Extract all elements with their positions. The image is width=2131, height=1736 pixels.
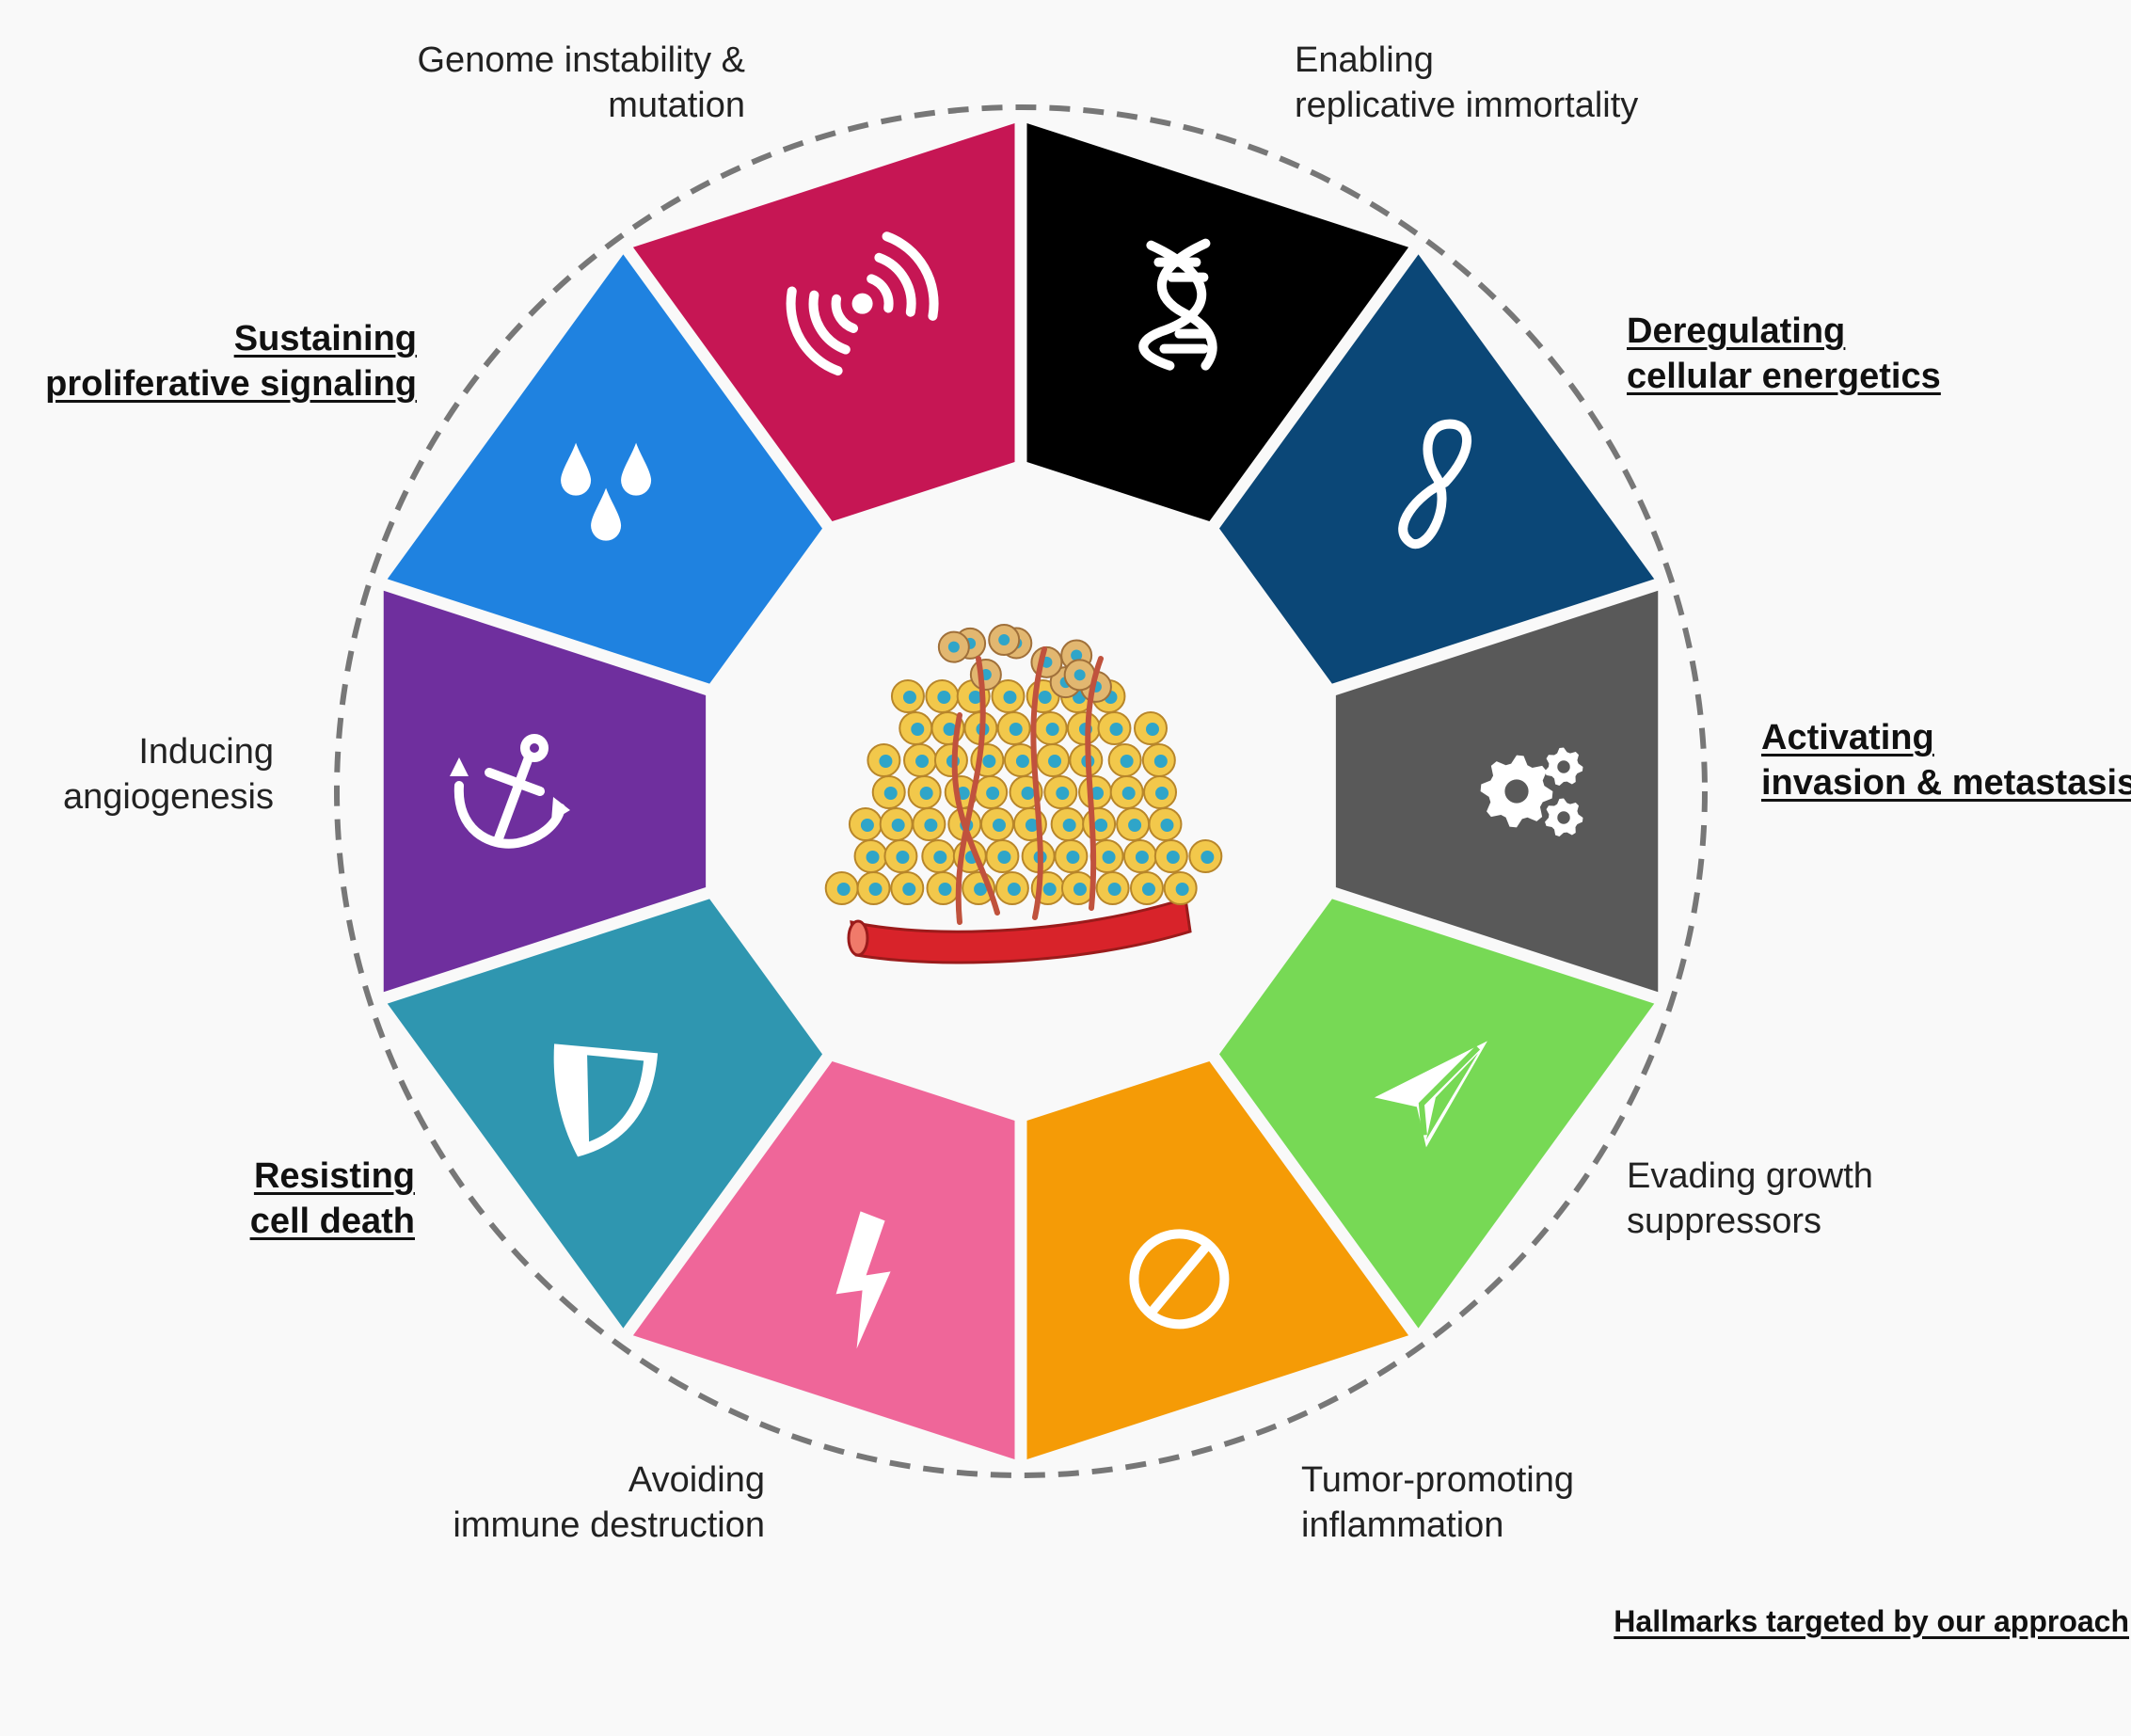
- anchor-icon: [450, 734, 570, 849]
- label-immune-line: Avoiding: [628, 1460, 765, 1500]
- gears-icon: [1480, 747, 1583, 836]
- legend-targeted-hallmarks: Hallmarks targeted by our approach: [1614, 1604, 2129, 1638]
- segment-inflammation: [632, 1060, 1015, 1459]
- label-immune-line: immune destruction: [453, 1505, 765, 1545]
- label-cell-death-line: Resisting: [253, 1156, 415, 1196]
- label-inflammation-line: inflammation: [1301, 1505, 1504, 1545]
- label-immune: Avoiding immune destruction: [453, 1457, 765, 1548]
- segment-invasion: [1218, 899, 1655, 1329]
- label-suppressors-line: suppressors: [1627, 1202, 1821, 1241]
- capillary: [955, 656, 986, 925]
- capillary: [951, 712, 1000, 916]
- label-immortality: Enabling replicative immortality: [1295, 38, 1638, 128]
- label-genome-line: Genome instability &: [417, 40, 746, 80]
- label-inflammation-line: Tumor-promoting: [1301, 1460, 1575, 1500]
- capillary: [1030, 646, 1047, 920]
- label-cell-death-line: cell death: [249, 1202, 415, 1241]
- tumor-illustration: [824, 624, 1223, 964]
- label-proliferative-line: proliferative signaling: [45, 364, 417, 404]
- lightning-icon: [835, 1211, 891, 1349]
- paper-plane-icon: [1374, 1041, 1487, 1148]
- prohibited-icon: [1129, 1229, 1230, 1330]
- label-invasion-line: invasion & metastasis: [1761, 763, 2131, 803]
- segment-angiogenesis: [387, 254, 823, 684]
- segment-genome: [1026, 123, 1409, 522]
- label-cell-death: Resisting cell death: [250, 1154, 415, 1244]
- label-genome-line: mutation: [608, 86, 745, 125]
- label-genome: Genome instability & mutation: [418, 38, 746, 128]
- label-immortality-line: replicative immortality: [1295, 86, 1639, 125]
- label-suppressors-line: Evading growth: [1627, 1156, 1873, 1196]
- capillary: [1085, 656, 1104, 911]
- label-energetics-line: cellular energetics: [1627, 357, 1941, 396]
- label-suppressors: Evading growth suppressors: [1627, 1154, 1873, 1244]
- label-energetics: Deregulating cellular energetics: [1627, 309, 1941, 399]
- blood-vessel: [850, 897, 1192, 964]
- label-proliferative: Sustaining proliferative signaling: [45, 316, 417, 406]
- shield-icon: [553, 1043, 659, 1157]
- label-energetics-line: Deregulating: [1627, 311, 1846, 351]
- label-proliferative-line: Sustaining: [233, 319, 417, 358]
- label-angiogenesis-line: Inducing: [138, 732, 274, 772]
- droplets-icon: [561, 442, 652, 541]
- label-angiogenesis-line: angiogenesis: [63, 777, 274, 817]
- infinity-icon: [1398, 419, 1472, 549]
- label-immortality-line: Enabling: [1295, 40, 1434, 80]
- label-inflammation: Tumor-promoting inflammation: [1301, 1457, 1574, 1548]
- label-invasion: Activating invasion & metastasis: [1761, 715, 2131, 805]
- signal-icon: [786, 231, 939, 376]
- segment-proliferative: [632, 123, 1015, 522]
- dna-icon: [1138, 238, 1217, 371]
- outer-dashed-ring: [334, 104, 1708, 1478]
- label-invasion-line: Activating: [1761, 718, 1934, 757]
- label-angiogenesis: Inducing angiogenesis: [63, 729, 274, 820]
